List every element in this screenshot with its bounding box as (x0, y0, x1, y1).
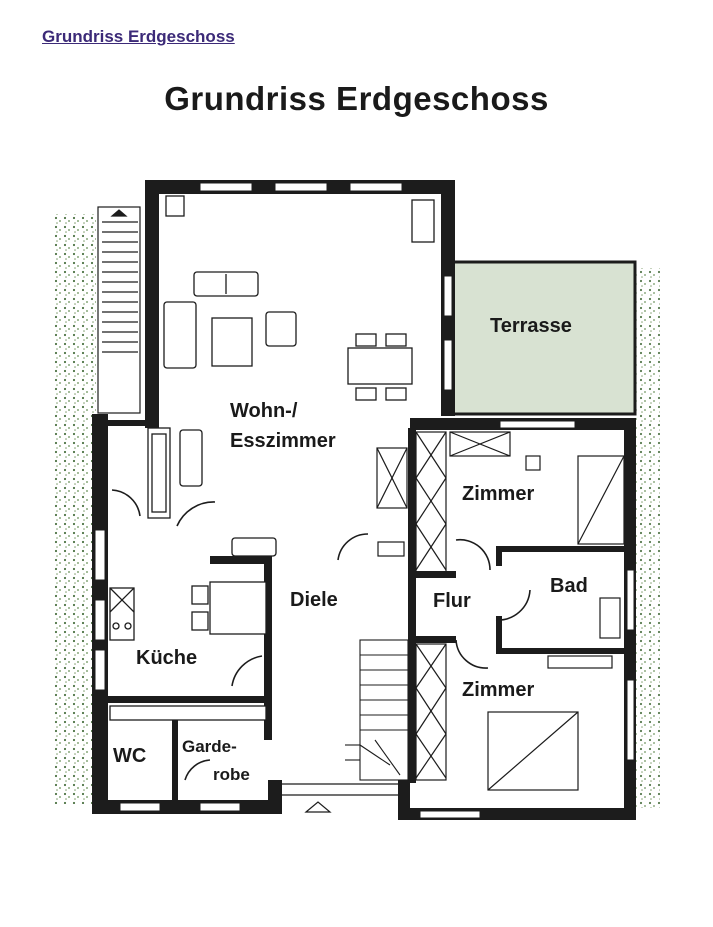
vegetation-right (634, 268, 660, 808)
room-label-diele: Diele (290, 589, 338, 611)
external-stair (97, 206, 141, 414)
bedroom-top-furniture (415, 431, 625, 573)
room-label-bad: Bad (550, 575, 588, 597)
room-label-zimmer-bottom: Zimmer (462, 679, 534, 701)
room-label-garde-1: Garde- (182, 737, 237, 756)
header-link[interactable]: Grundriss Erdgeschoss (42, 27, 235, 46)
room-label-wohn-1: Wohn-/ (230, 400, 298, 422)
doors (111, 489, 531, 781)
windows (94, 182, 635, 819)
plan-title: Grundriss Erdgeschoss (164, 80, 549, 117)
room-label-wohn-2: Esszimmer (230, 430, 336, 452)
room-label-flur: Flur (433, 590, 471, 612)
bedroom-bottom-furniture (415, 643, 613, 791)
bath-fixtures (599, 597, 621, 639)
room-label-kueche: Küche (136, 647, 197, 669)
living-cabinet (376, 447, 408, 557)
room-label-terrasse: Terrasse (490, 315, 572, 337)
room-label-wc: WC (113, 745, 146, 767)
room-label-zimmer-top: Zimmer (462, 483, 534, 505)
living-furniture (163, 195, 435, 557)
interior-stair (345, 639, 409, 781)
terrace-area (450, 260, 637, 416)
room-label-garde-2: robe (213, 765, 250, 784)
kitchen-furniture (109, 427, 267, 721)
vegetation-left (52, 214, 96, 804)
entrance (282, 783, 398, 813)
